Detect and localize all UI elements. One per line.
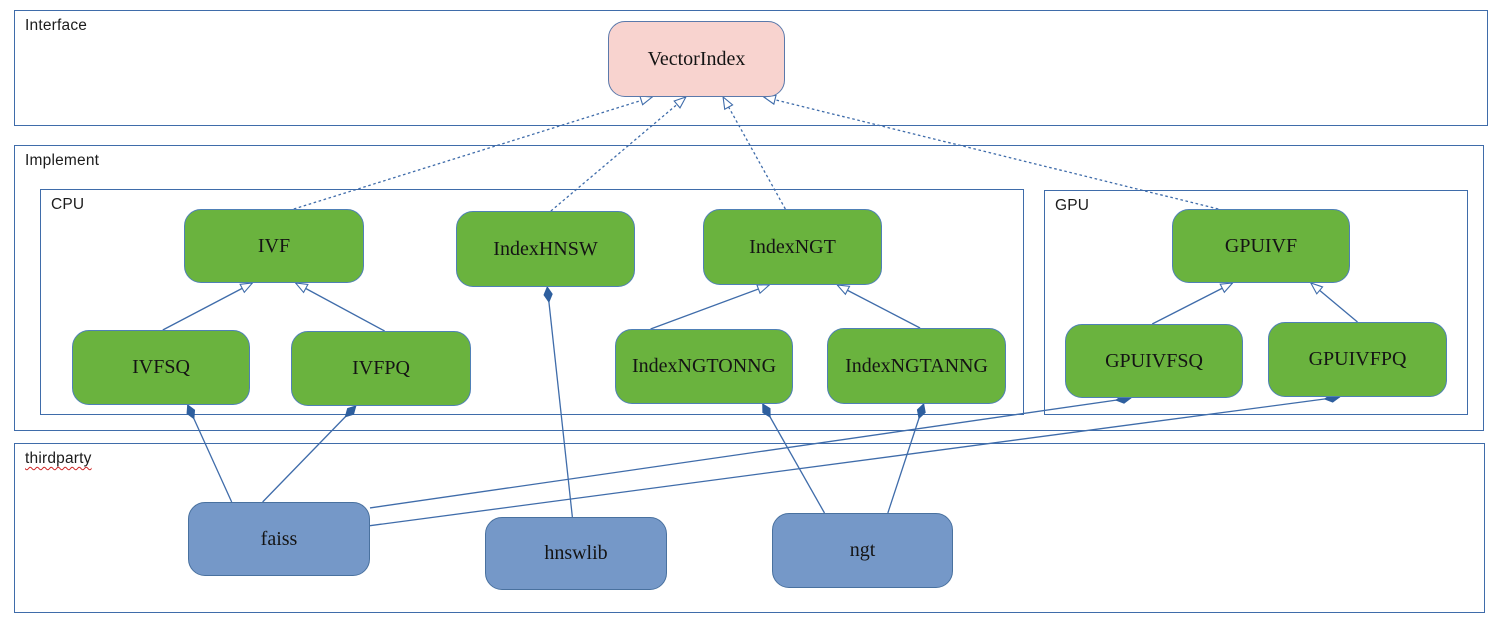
node-ngt-label: ngt xyxy=(849,539,876,561)
node-gpuivfpq-label: GPUIVFPQ xyxy=(1308,348,1407,370)
node-ivf-label: IVF xyxy=(257,234,291,257)
node-ngt[interactable]: ngt xyxy=(772,513,953,588)
node-indexngt[interactable]: IndexNGT xyxy=(703,209,882,285)
node-faiss-label: faiss xyxy=(260,527,298,550)
node-indexngtonng[interactable]: IndexNGTONNG xyxy=(615,329,793,404)
node-indexhnsw[interactable]: IndexHNSW xyxy=(456,211,635,287)
node-hnswlib-label: hnswlib xyxy=(544,542,608,564)
node-gpuivf[interactable]: GPUIVF xyxy=(1172,209,1350,283)
group-gpu-label: GPU xyxy=(1055,197,1090,214)
node-ivfsq-label: IVFSQ xyxy=(132,356,190,378)
node-indexngtanng[interactable]: IndexNGTANNG xyxy=(827,328,1006,404)
group-cpu-label: CPU xyxy=(51,196,85,213)
node-hnswlib[interactable]: hnswlib xyxy=(485,517,667,590)
node-faiss[interactable]: faiss xyxy=(188,502,370,576)
group-thirdparty-label: thirdparty xyxy=(25,450,92,467)
node-ivfsq[interactable]: IVFSQ xyxy=(72,330,250,405)
node-indexhnsw-label: IndexHNSW xyxy=(493,237,598,260)
node-gpuivfsq[interactable]: GPUIVFSQ xyxy=(1065,324,1243,398)
group-implement-label: Implement xyxy=(25,152,100,169)
node-gpuivfpq[interactable]: GPUIVFPQ xyxy=(1268,322,1447,397)
node-gpuivfsq-label: GPUIVFSQ xyxy=(1105,349,1203,372)
node-vectorindex[interactable]: VectorIndex xyxy=(608,21,785,97)
node-indexngtonng-label: IndexNGTONNG xyxy=(631,355,777,377)
node-ivf[interactable]: IVF xyxy=(184,209,364,283)
group-interface-label: Interface xyxy=(25,17,88,34)
node-vectorindex-label: VectorIndex xyxy=(647,47,746,70)
node-indexngtanng-label: IndexNGTANNG xyxy=(845,354,988,377)
node-indexngt-label: IndexNGT xyxy=(749,235,836,258)
node-ivfpq[interactable]: IVFPQ xyxy=(291,331,471,406)
node-gpuivf-label: GPUIVF xyxy=(1224,234,1298,257)
node-ivfpq-label: IVFPQ xyxy=(352,357,410,379)
